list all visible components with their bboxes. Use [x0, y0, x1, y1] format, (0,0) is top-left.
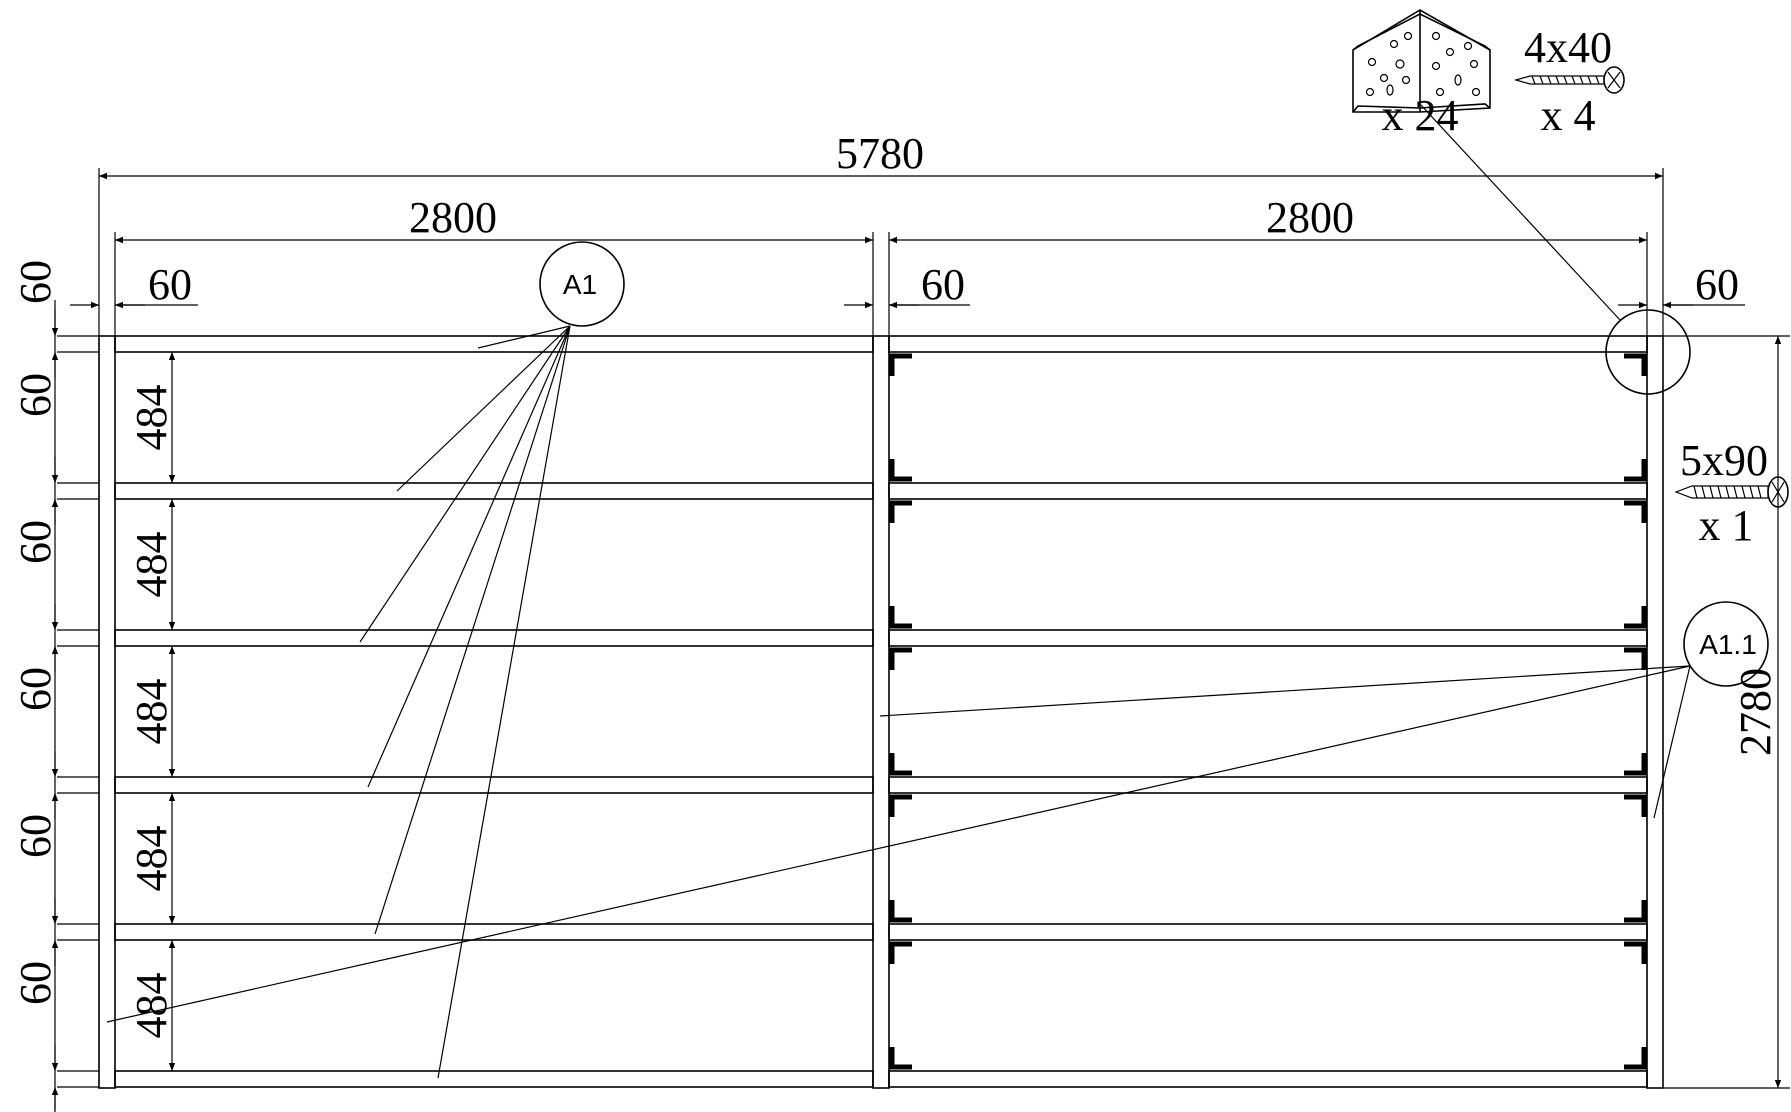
rail-4-left	[114, 776, 874, 794]
height-total-label: 2780	[1731, 668, 1780, 756]
post-middle	[872, 335, 890, 1089]
callout-a1: A1	[359, 241, 625, 1079]
bracket-left-bottom-3	[889, 753, 912, 776]
screw-5x90-icon: 5x90 x 1	[1674, 436, 1789, 550]
bracket-left-top-5	[889, 941, 912, 964]
bracket-right-bottom-2	[1624, 606, 1647, 629]
post-left	[98, 335, 116, 1089]
rail-2-right	[888, 482, 1648, 500]
rail-1-left	[114, 335, 874, 353]
screw-large-size: 5x90	[1680, 436, 1768, 485]
screw-large-qty: x 1	[1699, 501, 1754, 550]
rail-5-right	[888, 923, 1648, 941]
post-right	[1646, 335, 1664, 1089]
bracket-left-bottom-5	[889, 1047, 912, 1070]
bracket-right-bottom-5	[1624, 1047, 1647, 1070]
corner-detail	[1419, 103, 1691, 395]
bracket-left-bottom-2	[889, 606, 912, 629]
screw-small-qty: x 4	[1541, 91, 1596, 140]
overall-width-label: 5780	[836, 129, 924, 178]
rail-5-left	[114, 923, 874, 941]
rail-thickness-label-4: 60	[11, 667, 60, 711]
post-right-width-label: 60	[1695, 260, 1739, 309]
bracket-left-top-2	[889, 500, 912, 523]
screw-small-size: 4x40	[1524, 23, 1612, 72]
rail-6-left	[114, 1070, 874, 1088]
bracket-right-bottom-3	[1624, 753, 1647, 776]
rail-4-right	[888, 776, 1648, 794]
posts	[98, 335, 1664, 1089]
rail-thickness-dimensions: 60 60 60 60 60 60	[11, 260, 99, 1112]
bracket-left-top-1	[889, 353, 912, 376]
post-middle-width-label: 60	[921, 260, 965, 309]
rail-1-right	[888, 335, 1648, 353]
rail-thickness-label-6: 60	[11, 961, 60, 1005]
bay-right-width-label: 2800	[1266, 193, 1354, 242]
height-dimension: 2780	[1663, 335, 1790, 1089]
bracket-left-top-3	[889, 647, 912, 670]
angle-bracket-qty: x 24	[1382, 91, 1459, 140]
rail-3-right	[888, 629, 1648, 647]
bracket-left-top-4	[889, 794, 912, 817]
rail-thickness-label-5: 60	[11, 814, 60, 858]
rail-6-right	[888, 1070, 1648, 1088]
rail-thickness-label-2: 60	[11, 373, 60, 417]
bracket-right-top-1	[1624, 353, 1647, 376]
angle-bracket-icon: x 24	[1352, 9, 1491, 140]
gap-label-4: 484	[127, 826, 176, 892]
bay-left-width-label: 2800	[409, 193, 497, 242]
gap-label-2: 484	[127, 532, 176, 598]
top-dimensions: 5780 2800 2800 60 60 60	[70, 129, 1745, 336]
post-left-width-label: 60	[148, 260, 192, 309]
bracket-right-top-2	[1624, 500, 1647, 523]
rail-3-left	[114, 629, 874, 647]
gap-dimensions: 484 484 484 484 484	[127, 352, 176, 1071]
screw-4x40-icon: 4x40 x 4	[1513, 23, 1625, 140]
bracket-left-bottom-1	[889, 459, 912, 482]
callout-a1-label: A1	[563, 269, 597, 300]
bracket-right-top-4	[1624, 794, 1647, 817]
gap-label-5: 484	[127, 973, 176, 1039]
gap-label-1: 484	[127, 385, 176, 451]
rail-2-left	[114, 482, 874, 500]
bracket-right-top-3	[1624, 647, 1647, 670]
rails	[114, 335, 1648, 1088]
rail-thickness-label-3: 60	[11, 520, 60, 564]
bracket-right-bottom-1	[1624, 459, 1647, 482]
rail-thickness-label-1: 60	[11, 260, 60, 304]
bracket-right-top-5	[1624, 941, 1647, 964]
bracket-left-bottom-4	[889, 900, 912, 923]
corner-brackets	[889, 353, 1647, 1070]
gap-label-3: 484	[127, 679, 176, 745]
callout-a1-1-label: A1.1	[1699, 629, 1757, 660]
callout-a1-1: A1.1	[106, 601, 1769, 1023]
bracket-right-bottom-4	[1624, 900, 1647, 923]
